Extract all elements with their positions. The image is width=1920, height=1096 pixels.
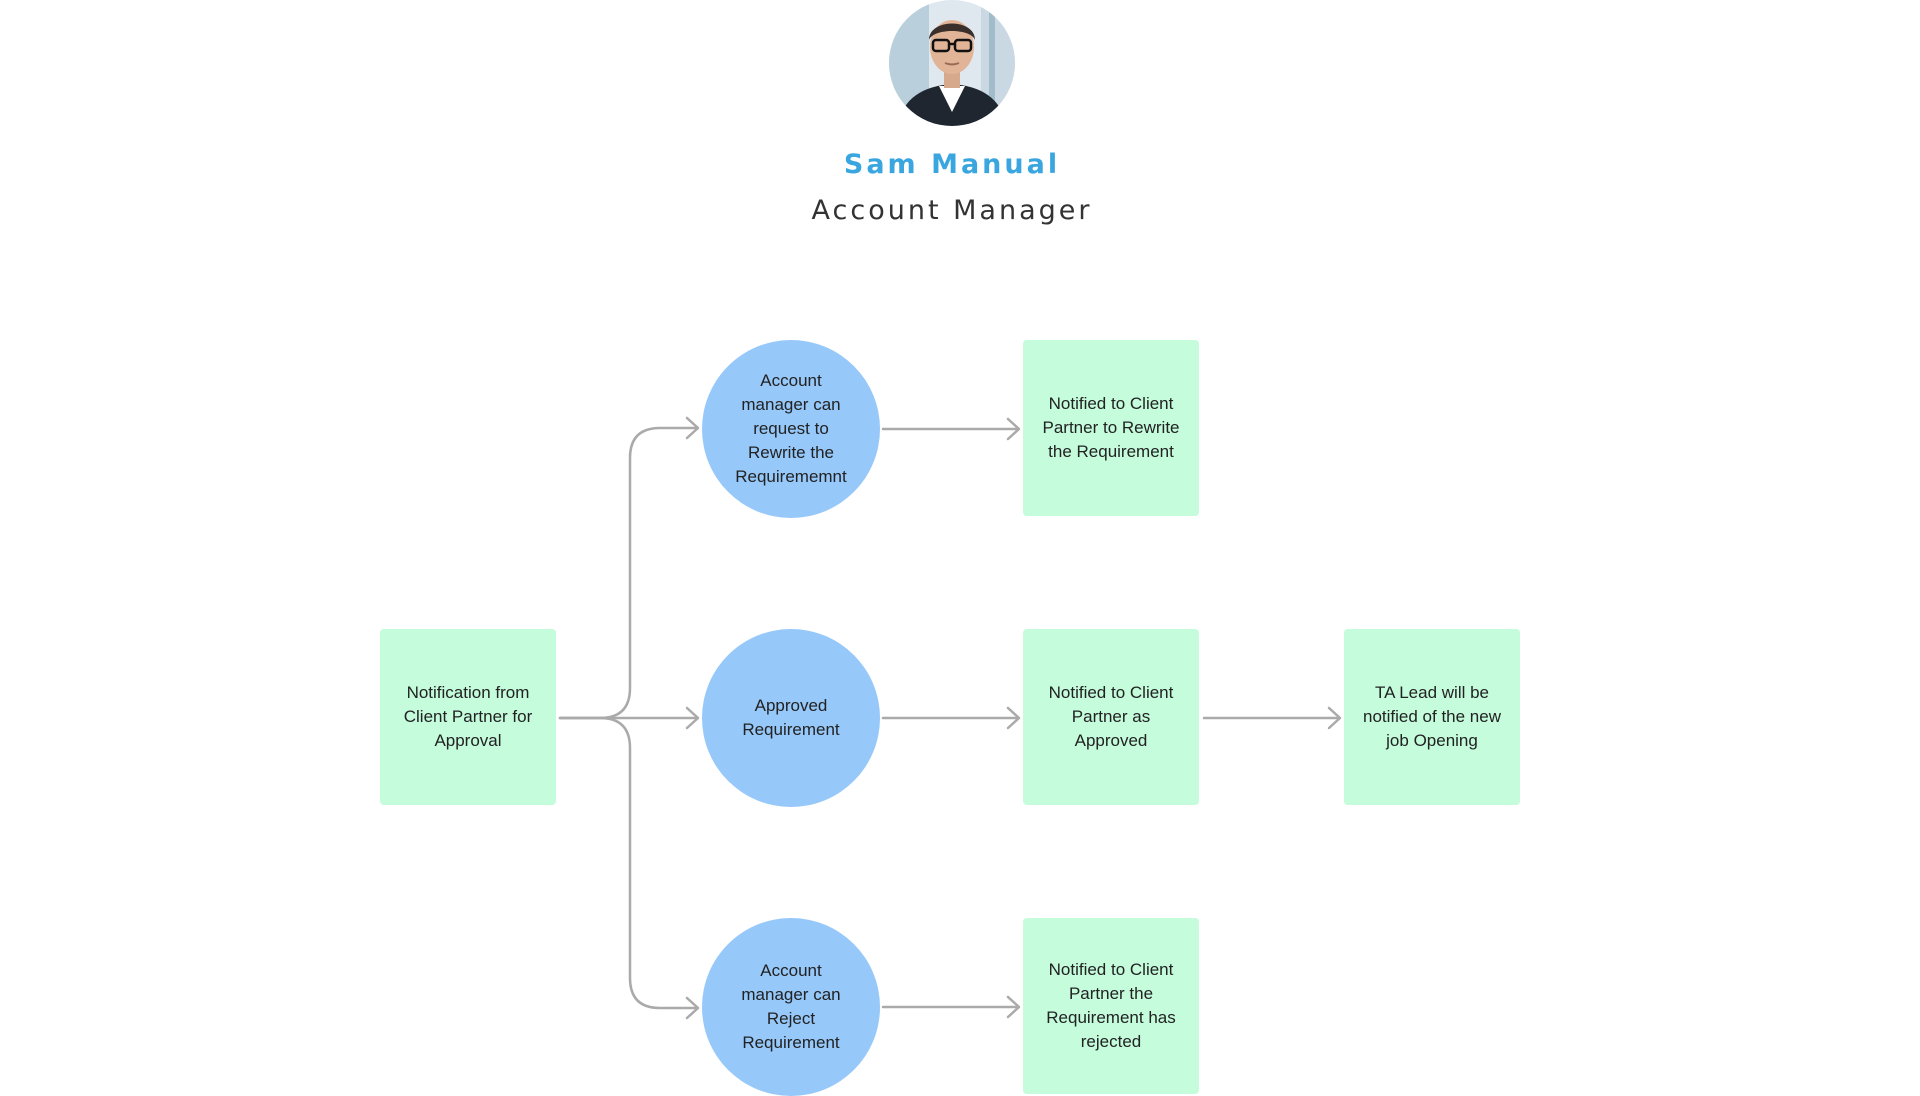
connector-source-to-reject [558,716,698,1010]
arrowhead-rewrite [685,416,700,440]
profile-photo [889,0,1015,126]
node-notified-rejected: Notified to Client Partner the Requireme… [1023,918,1199,1094]
connector-source-to-rewrite [558,426,698,720]
node-ta-lead-notified: TA Lead will be notified of the new job … [1344,629,1520,805]
node-notified-approved: Notified to Client Partner as Approved [1023,629,1199,805]
arrowhead-notify-rewrite [1006,417,1021,441]
profile-role: Account Manager [811,195,1093,226]
arrowhead-notify-approve [1006,706,1021,730]
arrowhead-ta-lead [1327,706,1342,730]
profile-name: Sam Manual [843,149,1061,180]
node-notified-rewrite: Notified to Client Partner to Rewrite th… [1023,340,1199,516]
avatar [889,0,1015,126]
arrowhead-approve [685,706,700,730]
node-reject-requirement: Account manager can Reject Requirement [702,918,880,1096]
arrowhead-reject [685,996,700,1020]
node-approved-requirement: Approved Requirement [702,629,880,807]
arrowhead-notify-reject [1006,995,1021,1019]
node-request-rewrite: Account manager can request to Rewrite t… [702,340,880,518]
node-client-partner-notification: Notification from Client Partner for App… [380,629,556,805]
